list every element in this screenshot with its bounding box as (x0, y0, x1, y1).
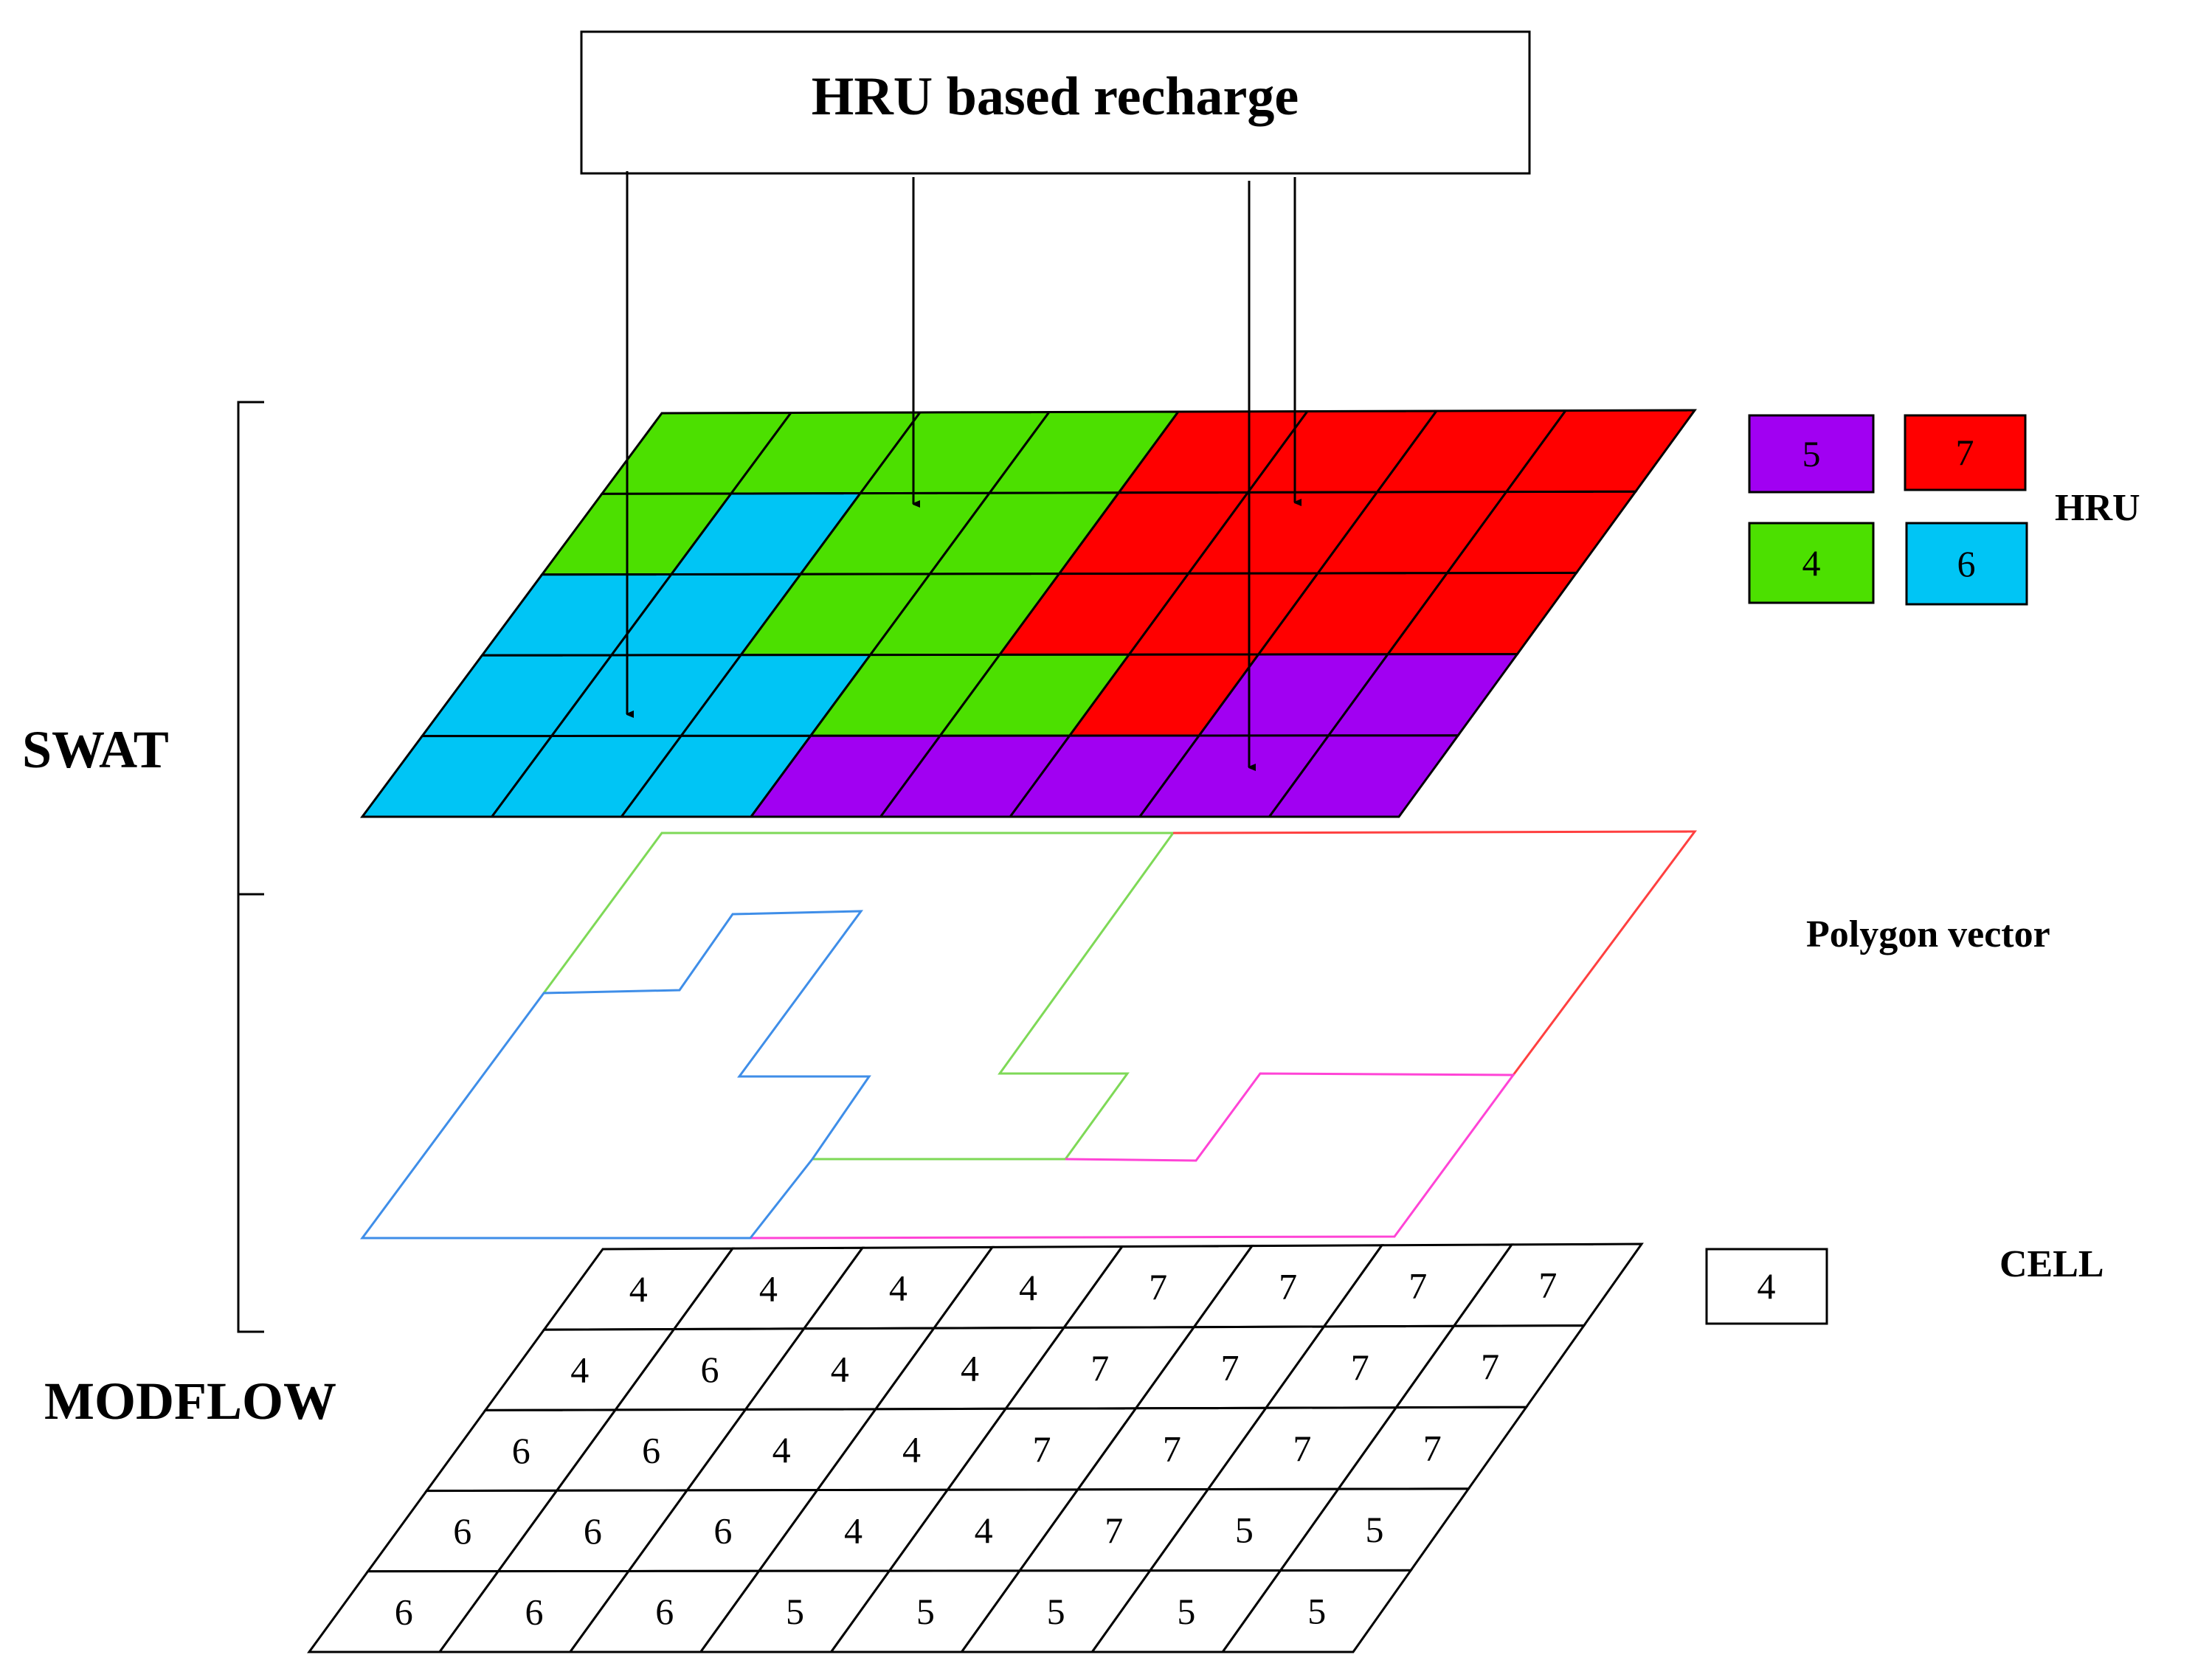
modflow-grid-cell-value: 7 (1032, 1428, 1051, 1470)
modflow-grid-cell-value: 6 (655, 1591, 674, 1632)
modflow-grid-cell-value: 6 (453, 1510, 471, 1552)
modflow-grid-cell-value: 4 (570, 1349, 589, 1390)
hru-label: HRU (2055, 487, 2140, 529)
hru-legend: 5 7 4 6 (1748, 414, 2028, 606)
polygon-magenta-zone (750, 1072, 1515, 1240)
modflow-grid-cell-value: 5 (786, 1591, 804, 1632)
modflow-grid-cell-value: 4 (629, 1268, 648, 1310)
modflow-grid-cell-value: 5 (1235, 1509, 1254, 1550)
modflow-grid-cell-value: 4 (759, 1268, 778, 1309)
modflow-grid-cell-value: 6 (584, 1510, 602, 1552)
cell-legend-box (1705, 1248, 1828, 1325)
modflow-grid-cell-value: 4 (831, 1348, 849, 1389)
modflow-grid-cell-value: 4 (961, 1348, 979, 1389)
modflow-grid-cell-value: 5 (1177, 1591, 1195, 1632)
modflow-grid-cell-value: 5 (1047, 1591, 1065, 1632)
modflow-grid-cell-value: 6 (713, 1510, 732, 1552)
modflow-grid-cell-value: 7 (1293, 1428, 1311, 1469)
modflow-grid-cell-value: 6 (525, 1591, 543, 1632)
modflow-grid-cell-value: 5 (1307, 1591, 1326, 1632)
modflow-grid-cell-value: 7 (1538, 1265, 1557, 1306)
polygon-blue-zone (360, 910, 871, 1240)
modflow-grid-cell-value: 5 (1365, 1509, 1383, 1550)
modflow-grid-cell-value: 6 (512, 1430, 530, 1471)
modflow-grid-cell-value: 4 (889, 1268, 908, 1309)
modflow-grid-cell-value: 4 (1019, 1267, 1037, 1308)
modflow-grid-cell-value: 7 (1105, 1510, 1123, 1551)
hru-legend-swatch-6 (1905, 522, 2028, 606)
hru-grid (360, 409, 1697, 818)
modflow-grid-cell-value: 6 (395, 1591, 413, 1632)
modflow-grid-cell-value: 7 (1351, 1347, 1369, 1388)
cell-legend: 4 (1705, 1248, 1828, 1325)
polygon-green-zone (542, 832, 1175, 1161)
modflow-grid-cell-value: 7 (1149, 1266, 1167, 1307)
modflow-grid-cell-value: 4 (772, 1429, 791, 1470)
hru-legend-value-6: 6 (1957, 543, 1976, 584)
hru-legend-swatch-5 (1748, 414, 1875, 494)
polygon-vector-label: Polygon vector (1806, 913, 2050, 955)
modflow-grid-cell-value: 4 (975, 1510, 993, 1551)
cell-label: CELL (1999, 1243, 2104, 1285)
modflow-grid-cell (1220, 1569, 1414, 1653)
modflow-grid-cell-value: 7 (1481, 1346, 1499, 1387)
modflow-grid-cell-value: 6 (700, 1349, 719, 1390)
hru-legend-swatch-4 (1748, 522, 1875, 604)
modflow-label: MODFLOW (44, 1372, 336, 1431)
hru-legend-value-4: 4 (1802, 542, 1821, 584)
modflow-grid-cell-value: 4 (902, 1428, 921, 1470)
polygon-red-zone (1172, 830, 1697, 1076)
modflow-grid-cell-value: 7 (1221, 1347, 1240, 1388)
hru-legend-value-5: 5 (1802, 433, 1821, 474)
title-box: HRU based recharge (580, 30, 1531, 175)
modflow-grid-cell-value: 4 (844, 1510, 863, 1551)
title-text: HRU based recharge (812, 66, 1299, 127)
hru-legend-swatch-7 (1904, 414, 2027, 491)
recharge-arrows (626, 171, 1295, 767)
modflow-grid-cell-value: 7 (1279, 1265, 1297, 1307)
modflow-grid-cell-value: 5 (916, 1591, 935, 1632)
modflow-grid-cell-value: 7 (1163, 1428, 1181, 1470)
modflow-grid-cell-value: 6 (642, 1429, 660, 1470)
modflow-grid-cell-value: 7 (1408, 1265, 1427, 1306)
hru-grid-cell (1267, 734, 1461, 818)
swat-label: SWAT (22, 720, 169, 779)
cell-legend-value: 4 (1757, 1265, 1776, 1307)
polygon-vector-layer (360, 830, 1697, 1240)
title-box-frame (580, 30, 1531, 175)
modflow-grid-cell-value: 7 (1423, 1428, 1442, 1469)
hru-legend-value-7: 7 (1956, 432, 1974, 473)
swat-bracket (237, 401, 264, 1333)
modflow-grid-cell-value: 7 (1090, 1347, 1109, 1389)
swat-bracket-line (237, 401, 264, 1333)
